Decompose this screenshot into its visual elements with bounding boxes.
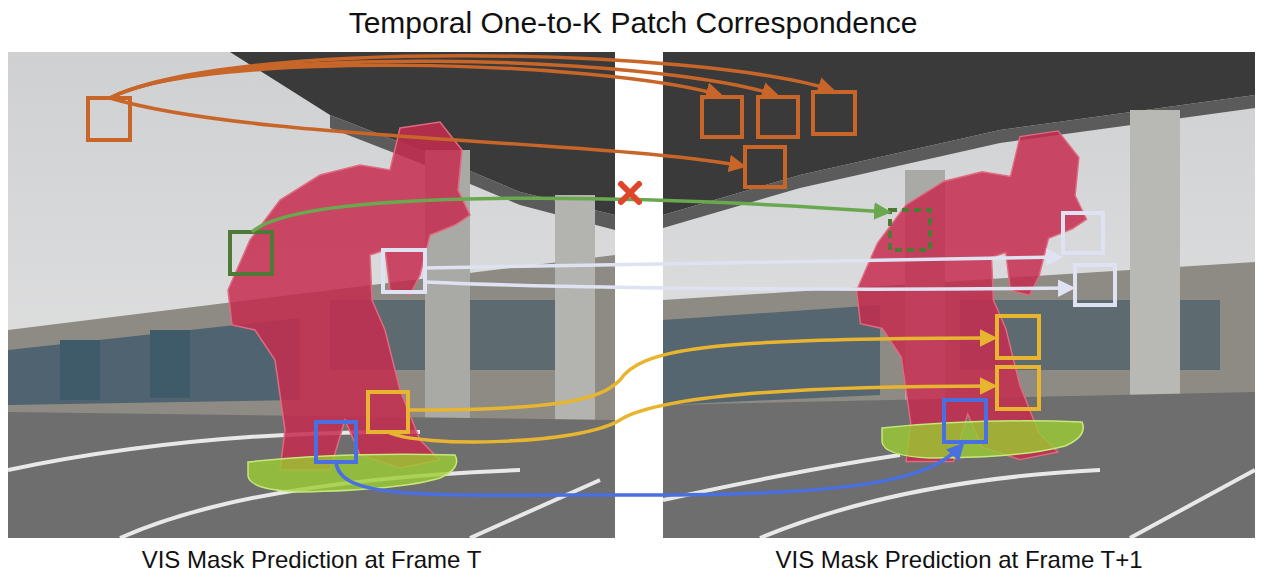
frame-photo xyxy=(8,52,615,538)
frame-caption: VIS Mask Prediction at Frame T+1 xyxy=(663,546,1255,574)
figure-title: Temporal One-to-K Patch Correspondence xyxy=(0,6,1266,40)
frame-caption: VIS Mask Prediction at Frame T xyxy=(8,546,615,574)
cross-mark xyxy=(621,184,639,202)
frame-photo xyxy=(663,52,1255,538)
patch-squares xyxy=(88,92,1115,462)
correspondence-arrows xyxy=(110,56,1072,495)
